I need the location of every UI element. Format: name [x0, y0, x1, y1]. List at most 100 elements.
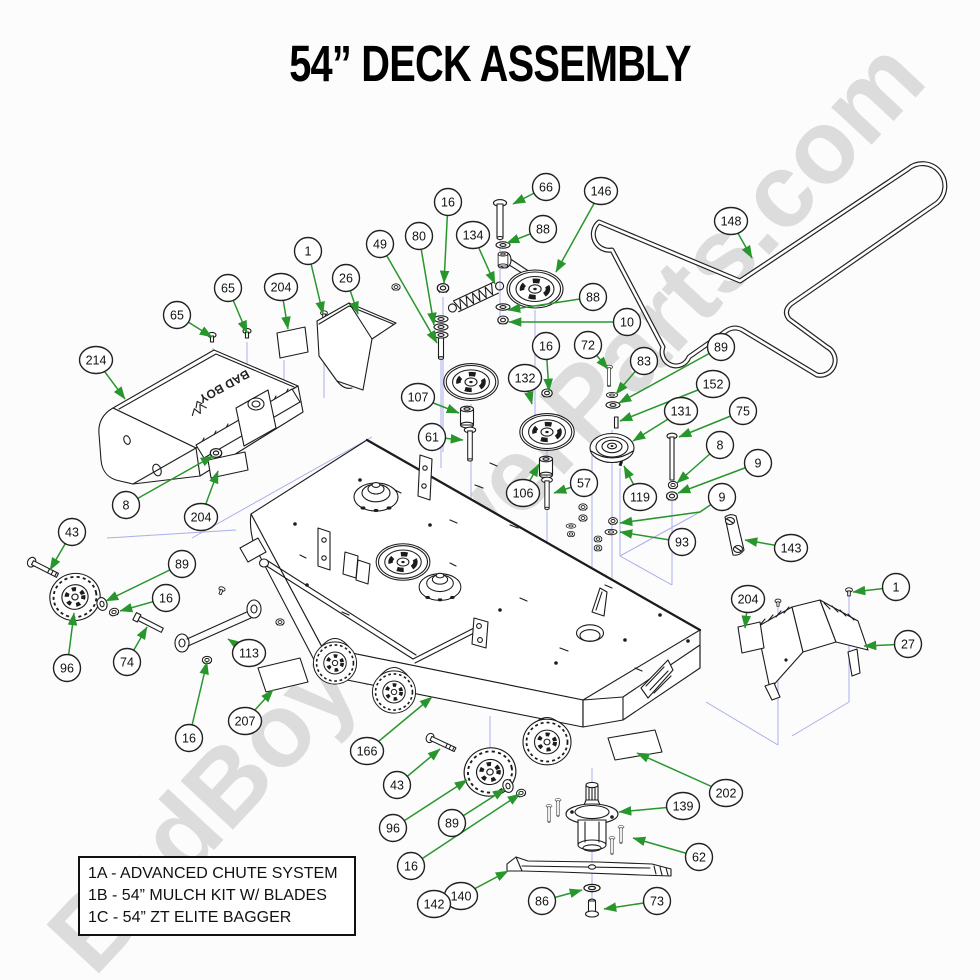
washer-89-top — [605, 401, 621, 409]
legend-item-1c: 1C - 54” ZT ELITE BAGGER — [88, 909, 292, 927]
svg-text:62: 62 — [692, 850, 706, 864]
svg-text:202: 202 — [716, 786, 737, 800]
svg-text:26: 26 — [339, 271, 353, 285]
spacer-106 — [538, 455, 554, 479]
blade-bolt-73 — [584, 898, 600, 918]
svg-text:80: 80 — [412, 229, 426, 243]
callout-152: 152 — [695, 369, 731, 399]
svg-text:89: 89 — [445, 816, 459, 830]
callout-89: 89 — [167, 549, 197, 579]
spindle-assembly-139 — [545, 781, 625, 855]
svg-text:16: 16 — [182, 731, 196, 745]
anti-scalp-wheels — [311, 637, 573, 767]
svg-text:73: 73 — [650, 894, 664, 908]
svg-text:93: 93 — [675, 535, 689, 549]
svg-text:9: 9 — [719, 490, 726, 504]
callout-96: 96 — [378, 813, 408, 843]
legend-item-1b: 1B - 54” MULCH KIT W/ BLADES — [88, 887, 327, 905]
svg-text:8: 8 — [123, 498, 130, 512]
callout-204: 204 — [730, 584, 766, 614]
leader-80 — [418, 235, 437, 326]
idler-pulley-132 — [520, 414, 574, 451]
callout-1: 1 — [881, 572, 911, 602]
callout-83: 83 — [629, 346, 659, 376]
bolt-65-a — [242, 327, 252, 339]
nut-49 — [391, 283, 401, 291]
decal-204-right — [737, 621, 765, 654]
callout-96: 96 — [52, 653, 82, 683]
callout-140: 140 — [443, 881, 479, 911]
bolt-1-right — [845, 587, 853, 597]
svg-text:1: 1 — [893, 580, 900, 594]
caster-wheel-left — [25, 555, 120, 625]
callout-16: 16 — [433, 187, 463, 217]
callout-62: 62 — [684, 842, 714, 872]
svg-text:66: 66 — [539, 180, 553, 194]
svg-text:89: 89 — [714, 340, 728, 354]
callout-214: 214 — [78, 345, 114, 375]
spacer-107 — [459, 405, 475, 429]
callout-93: 93 — [667, 527, 697, 557]
callout-66: 66 — [531, 172, 561, 202]
page-title: 54” DECK ASSEMBLY — [289, 35, 691, 92]
callout-74: 74 — [112, 647, 142, 677]
svg-text:9: 9 — [755, 456, 762, 470]
nut-8 — [667, 480, 679, 490]
svg-text:72: 72 — [581, 338, 595, 352]
callout-10: 10 — [612, 307, 642, 337]
callout-16: 16 — [174, 723, 204, 753]
callout-43: 43 — [382, 770, 412, 800]
idler-pulley-131 — [589, 432, 635, 467]
svg-text:204: 204 — [271, 280, 292, 294]
svg-text:96: 96 — [386, 821, 400, 835]
svg-text:61: 61 — [425, 430, 439, 444]
svg-text:88: 88 — [586, 290, 600, 304]
callout-107: 107 — [400, 382, 436, 412]
svg-text:152: 152 — [703, 377, 724, 391]
callout-16: 16 — [151, 583, 181, 613]
watermark-text: BadBoyMowerParts.com — [26, 19, 946, 980]
svg-text:1: 1 — [305, 244, 312, 258]
callout-9: 9 — [707, 482, 737, 512]
svg-text:132: 132 — [515, 371, 536, 385]
leader-49 — [379, 243, 438, 344]
idler-pulley-146 — [498, 251, 563, 308]
svg-text:107: 107 — [408, 390, 429, 404]
svg-text:74: 74 — [120, 655, 134, 669]
washer-88-lower — [495, 303, 511, 311]
nut-10 — [497, 315, 509, 325]
svg-text:214: 214 — [86, 353, 107, 367]
deck-belt — [590, 161, 948, 378]
svg-text:204: 204 — [738, 592, 759, 606]
svg-text:16: 16 — [441, 195, 455, 209]
bolt-65-b — [207, 331, 217, 343]
svg-text:142: 142 — [424, 897, 445, 911]
washer-stack-80 — [433, 315, 449, 360]
svg-text:49: 49 — [373, 237, 387, 251]
nut-9 — [665, 491, 679, 501]
svg-text:65: 65 — [170, 308, 184, 322]
svg-text:83: 83 — [637, 354, 651, 368]
leader-89 — [618, 346, 722, 404]
callout-132: 132 — [507, 363, 543, 393]
mower-blade-140 — [506, 856, 672, 877]
callout-61: 61 — [417, 422, 447, 452]
spring-134 — [447, 281, 505, 313]
chute-27 — [756, 599, 869, 701]
roller-arm-113 — [132, 585, 285, 665]
callout-27: 27 — [893, 629, 923, 659]
svg-text:143: 143 — [781, 541, 802, 555]
leader-8 — [125, 455, 214, 506]
decal-207 — [257, 657, 309, 693]
caster-wheel-bottom — [424, 731, 527, 801]
svg-text:148: 148 — [721, 214, 742, 228]
callout-134: 134 — [455, 220, 491, 250]
callout-65: 65 — [162, 300, 192, 330]
callout-106: 106 — [505, 478, 541, 508]
callout-8: 8 — [705, 430, 735, 460]
callout-139: 139 — [665, 791, 701, 821]
callout-207: 207 — [227, 706, 263, 736]
leader-9 — [677, 462, 759, 494]
